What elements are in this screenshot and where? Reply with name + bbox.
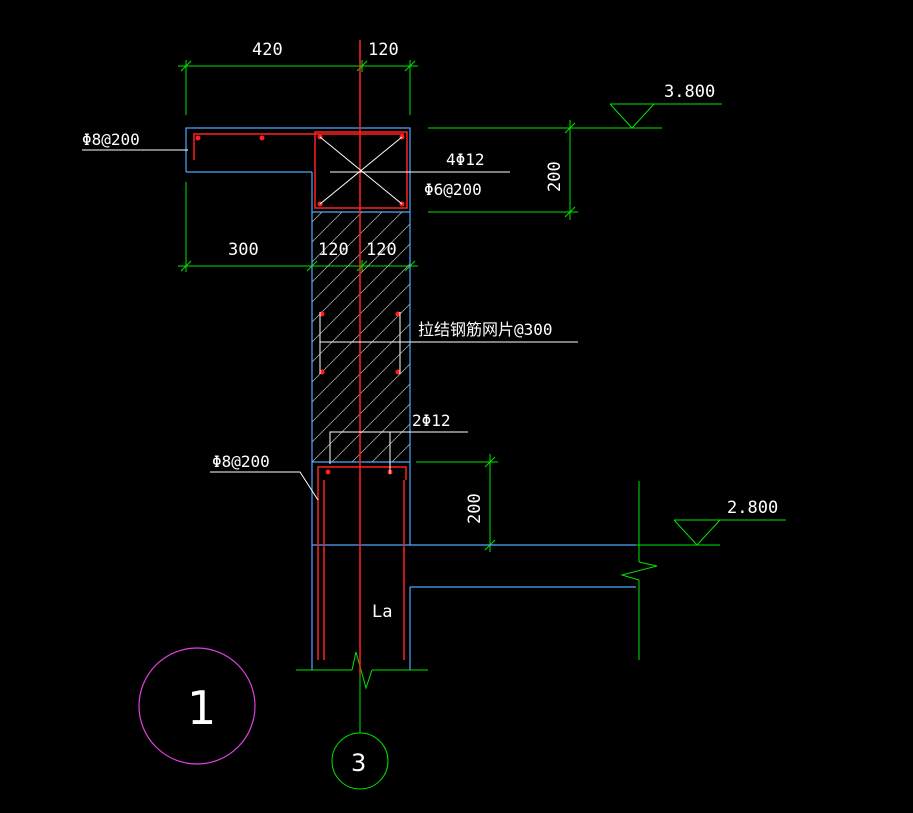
dim-mid-right: 120 (366, 240, 397, 260)
hatch-line (312, 212, 403, 303)
label-anchorage: La (372, 602, 392, 622)
hatch-line (312, 243, 410, 343)
label-tie-mesh: 拉结钢筋网片@300 (418, 320, 553, 339)
hatch-line (52, 212, 302, 462)
hatch-line (312, 223, 410, 323)
label-slab-top-bar: Φ8@200 (82, 130, 140, 149)
hatch-line (312, 303, 410, 403)
hatch-line (312, 212, 383, 283)
elevation-lower: 2.800 (727, 498, 778, 518)
dim-mid-center: 120 (318, 240, 349, 260)
label-column-stirrup: Φ6@200 (424, 180, 482, 199)
rebar-dots (195, 134, 405, 475)
hatch-line (312, 283, 410, 383)
label-beam-main-bars: 2Φ12 (412, 411, 451, 430)
leaders (82, 136, 578, 501)
rebar (193, 40, 408, 675)
elevation-texts: 3.800 2.800 (664, 82, 778, 518)
hatch-line (12, 212, 262, 462)
hatch-line (312, 363, 410, 462)
hatch-line (331, 383, 410, 462)
hatch-line (312, 323, 410, 423)
dimension-lines (178, 60, 786, 733)
dim-lower-height: 200 (465, 493, 485, 524)
label-beam-stirrup: Φ8@200 (212, 452, 270, 471)
hatch-line (312, 263, 410, 363)
elevation-upper: 3.800 (664, 82, 715, 102)
hatch-line (351, 403, 410, 462)
dim-upper-height: 200 (545, 161, 565, 192)
detail-number: 1 (187, 681, 216, 735)
label-column-main-bars: 4Φ12 (446, 150, 485, 169)
section-outline (185, 127, 636, 670)
dim-top-left: 420 (252, 40, 283, 60)
hatch-line (312, 212, 323, 223)
detail-marker: 1 (138, 647, 256, 765)
hatch-line (312, 343, 410, 443)
rebar-texts: Φ8@200 4Φ12 Φ6@200 拉结钢筋网片@300 2Φ12 Φ8@20… (82, 130, 553, 622)
axis-number: 3 (351, 749, 366, 777)
dimension-texts: 420 120 300 120 120 200 200 (228, 40, 565, 524)
hatch-line (312, 212, 363, 263)
axis-marker: 3 (331, 732, 389, 790)
dim-mid-left: 300 (228, 240, 259, 260)
dim-top-right: 120 (368, 40, 399, 60)
hatch-line (312, 212, 343, 243)
